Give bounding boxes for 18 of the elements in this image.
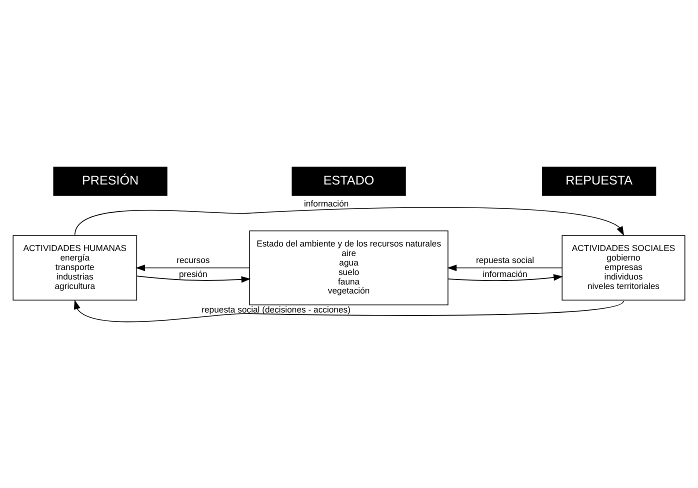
- arrow: [447, 264, 562, 271]
- arrow: [74, 299, 624, 322]
- edge-label: repuesta social (decisiones - acciones): [202, 304, 351, 314]
- node-box: Estado del ambiente y de los recursos naturales aire agua suelo fauna vegetación: [249, 230, 448, 305]
- edge-label: repuesta social: [476, 254, 534, 265]
- arrow: [448, 274, 564, 280]
- arrow: [136, 275, 251, 282]
- node-box: ESTADO: [292, 166, 406, 196]
- node-box: PRESIÓN: [53, 166, 168, 196]
- edge-label: presión: [178, 268, 208, 279]
- node-box: ACTIVIDADES SOCIALES gobierno empresas individuos niveles territoriales: [562, 234, 686, 300]
- arrow: [136, 264, 250, 271]
- edge-label: información: [482, 268, 528, 279]
- edge-label: recursos: [176, 254, 210, 265]
- node-box: REPUESTA: [542, 166, 656, 196]
- node-box: ACTIVIDADES HUMANAS energía transporte industrias agricultura: [12, 234, 138, 300]
- edge-label: información: [304, 198, 349, 208]
- arrow: [74, 206, 624, 236]
